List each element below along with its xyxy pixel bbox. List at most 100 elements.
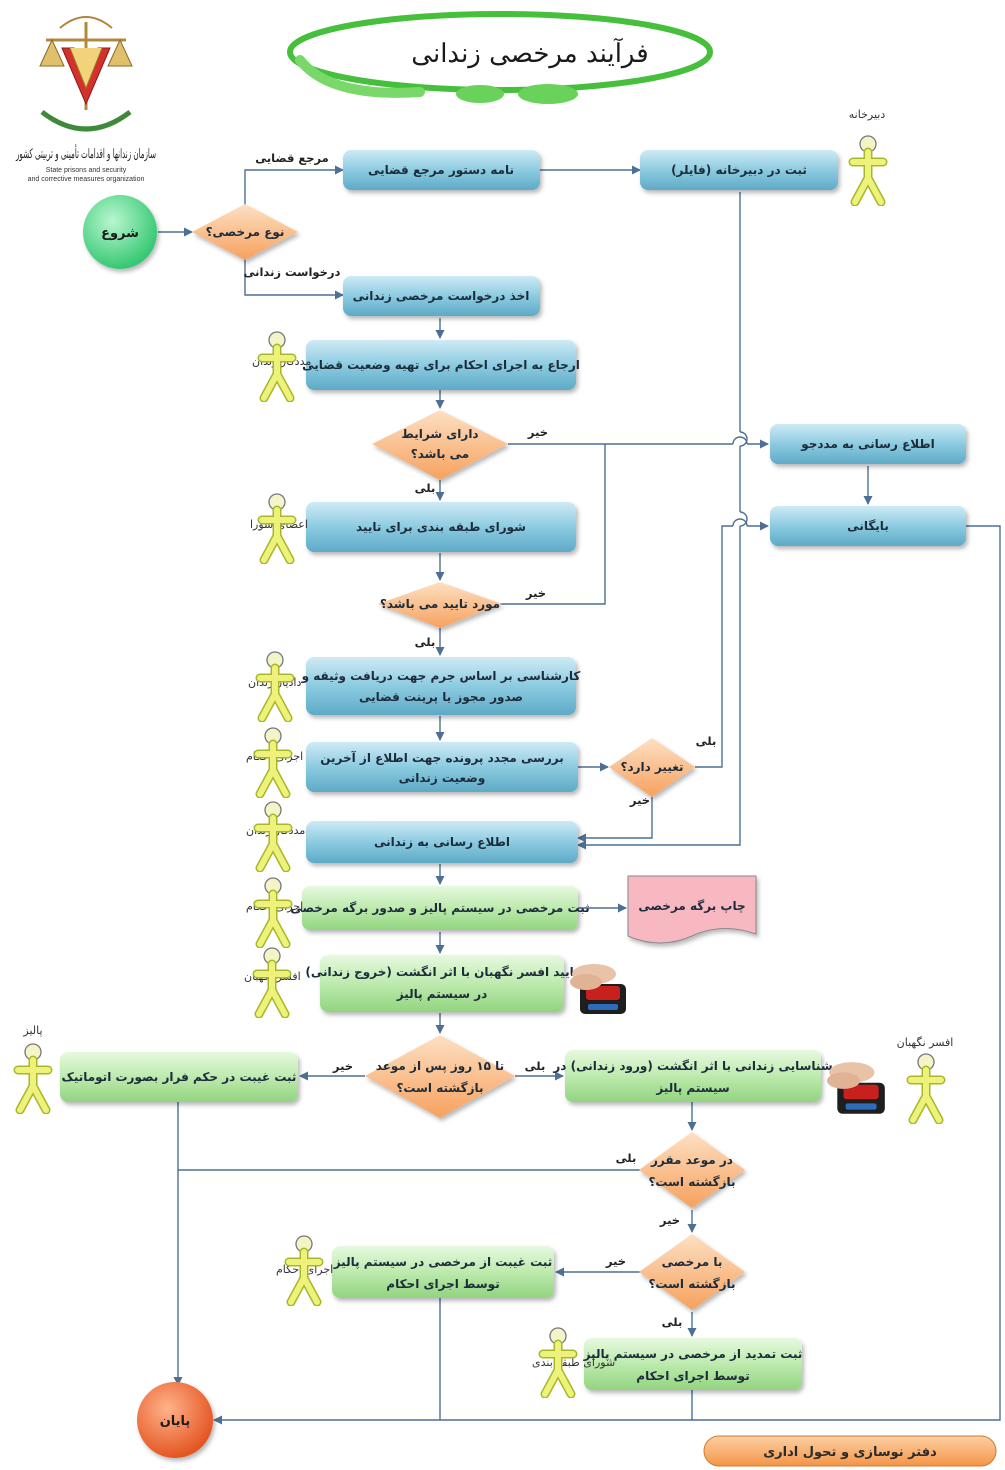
box-archive-label: بایگانی — [847, 519, 889, 533]
box-secretariat: ثبت در دبیرخانه (فایلر) — [640, 150, 838, 190]
actor-paliz-label: پالیز — [22, 1024, 42, 1037]
edge-label-no-2: خیر — [525, 586, 546, 600]
box-identify-prisoner: شناسایی زندانی با اثر انگشت (ورود زندانی… — [552, 1050, 833, 1102]
box-absence-verdict-label: ثبت غیبت در حکم فرار بصورت اتوماتیک — [62, 1070, 297, 1085]
box-guard-confirm-line1: تایید افسر نگهبان با اثر انگشت (خروج زند… — [305, 965, 578, 980]
box-absence-record-line2: توسط اجرای احکام — [386, 1277, 499, 1292]
decision-on-time-line2: بازگشته است؟ — [648, 1175, 735, 1189]
box-judicial-letter: نامه دستور مرجع قضایی — [343, 150, 540, 190]
decision-with-leave: با مرخصی بازگشته است؟ — [639, 1234, 745, 1310]
diagram-title: فرآیند مرخصی زندانی — [411, 37, 648, 69]
logo-text-fa: سازمان زندانها و اقدامات تأمینی و تربیتی… — [15, 144, 156, 162]
edge-label-no-6: خیر — [605, 1254, 626, 1268]
box-judicial-letter-label: نامه دستور مرجع قضایی — [368, 163, 514, 178]
box-recheck-line2: وضعیت زندانی — [399, 771, 486, 786]
actor-council-members: اعضای شورا — [250, 494, 308, 560]
box-notify-prisoner-label: اطلاع رسانی به زندانی — [374, 835, 510, 849]
actor-guard-officer-1: افسر نگهبان — [244, 948, 301, 1014]
box-notify-client: اطلاع رسانی به مددجو — [770, 424, 966, 464]
decision-within-15-line2: بازگشته است؟ — [396, 1081, 483, 1095]
actor-guard-officer-2-label: افسر نگهبان — [897, 1036, 954, 1049]
edge-label-prisoner-request: درخواست زندانی — [244, 265, 341, 280]
title-banner: فرآیند مرخصی زندانی — [287, 11, 713, 104]
decision-has-conditions-line1: دارای شرایط — [401, 427, 478, 441]
end-node: پایان — [137, 1382, 213, 1458]
footer-label: دفتر نوسازی و تحول اداری — [763, 1445, 937, 1460]
decision-leave-type-label: نوع مرخصی؟ — [206, 225, 285, 240]
decision-within-15: تا ۱۵ روز پس از موعد بازگشته است؟ — [365, 1035, 515, 1118]
actor-classification-council-label: شورای طبقه بندی — [532, 1356, 615, 1369]
box-register-leave-label: ثبت مرخصی در سیستم پالیز و صدور برگه مرخ… — [290, 901, 589, 916]
fingerprint-scanner-icon-2 — [826, 1062, 885, 1114]
actor-secretariat: دبیرخانه — [849, 108, 886, 202]
organization-logo: سازمان زندانها و اقدامات تأمینی و تربیتی… — [15, 16, 156, 183]
actor-social-worker-1: مددکار زندان — [252, 332, 311, 398]
person-icon — [911, 1054, 941, 1120]
decision-has-conditions: دارای شرایط می باشد؟ — [372, 410, 508, 480]
box-classification-council-label: شورای طبقه بندی برای تایید — [356, 520, 526, 535]
decision-within-15-line1: تا ۱۵ روز پس از موعد — [376, 1059, 504, 1074]
box-recheck: بررسی مجدد پرونده جهت اطلاع از آخرین وضع… — [306, 742, 578, 792]
actor-guard-officer-2: افسر نگهبان — [897, 1036, 954, 1120]
actor-secretariat-label: دبیرخانه — [849, 108, 886, 121]
person-icon — [853, 136, 883, 202]
edge-label-no-5: خیر — [659, 1213, 680, 1227]
actor-prosecutor: دادیار زندان — [248, 652, 301, 718]
box-extension-line2: توسط اجرای احکام — [636, 1369, 749, 1384]
actor-enforcement-3: اجرای احکام — [276, 1236, 333, 1302]
box-expert-review-line1: کارشناسی بر اساس جرم جهت دریافت وثیقه و — [301, 669, 581, 684]
connectors — [158, 165, 1001, 1425]
box-recheck-line1: بررسی مجدد پرونده جهت اطلاع از آخرین — [320, 750, 564, 766]
actor-enforcement-1: اجرای احکام — [246, 728, 303, 794]
box-extension: ثبت تمدید از مرخصی در سیستم پالیز توسط ا… — [583, 1338, 803, 1390]
doc-print-sheet: چاپ برگه مرخصی — [627, 875, 757, 944]
decision-has-conditions-line2: می باشد؟ — [411, 447, 469, 461]
actor-enforcement-2: اجرای احکام — [246, 878, 303, 944]
box-classification-council: شورای طبقه بندی برای تایید — [306, 502, 576, 552]
box-identify-line1: شناسایی زندانی با اثر انگشت (ورود زندانی… — [552, 1059, 832, 1074]
actor-paliz: پالیز — [18, 1024, 48, 1110]
logo-text-en-2: and corrective measures organization — [28, 176, 145, 183]
logo-text-en-1: State prisons and security — [46, 167, 127, 174]
start-label: شروع — [101, 226, 139, 241]
box-absence-verdict: ثبت غیبت در حکم فرار بصورت اتوماتیک — [60, 1052, 298, 1102]
edge-label-no-1: خیر — [527, 425, 548, 439]
fingerprint-scanner-icon — [570, 964, 626, 1014]
edge-label-yes-3: بلی — [696, 734, 717, 748]
box-register-leave: ثبت مرخصی در سیستم پالیز و صدور برگه مرخ… — [290, 886, 590, 930]
decision-approved-label: مورد تایید می باشد؟ — [380, 597, 500, 612]
decision-with-leave-line1: با مرخصی — [662, 1255, 723, 1269]
decision-on-time: در موعد مقرر بازگشته است؟ — [639, 1132, 745, 1208]
box-extension-line1: ثبت تمدید از مرخصی در سیستم پالیز — [583, 1347, 803, 1361]
box-guard-confirm-line2: در سیستم پالیز — [396, 987, 488, 1001]
box-guard-confirm: تایید افسر نگهبان با اثر انگشت (خروج زند… — [305, 955, 579, 1012]
decision-leave-type: نوع مرخصی؟ — [192, 204, 298, 260]
box-prisoner-request-label: اخذ درخواست مرخصی زندانی — [353, 289, 530, 304]
doc-print-sheet-label: چاپ برگه مرخصی — [638, 899, 745, 913]
start-node: شروع — [83, 195, 157, 269]
actor-social-worker-2: مددکار زندان — [246, 802, 305, 868]
box-identify-line2: سیستم پالیز — [655, 1081, 729, 1095]
edge-label-no-3: خیر — [629, 793, 650, 807]
box-notify-client-label: اطلاع رسانی به مددجو — [800, 437, 935, 452]
edge-label-yes-2: بلی — [415, 635, 436, 649]
edge-label-judicial-authority: مرجع قضایی — [255, 151, 329, 165]
person-icon — [18, 1044, 48, 1110]
edge-label-yes-1: بلی — [415, 481, 436, 495]
box-refer-enforcement-label: ارجاع به اجرای احکام برای تهیه وضعیت قضا… — [302, 358, 580, 373]
decision-approved: مورد تایید می باشد؟ — [378, 582, 502, 628]
edge-label-yes-4: بلی — [525, 1059, 546, 1073]
decision-changed: تغییر دارد؟ — [609, 738, 695, 797]
box-absence-record: ثبت غیبت از مرخصی در سیستم پالیز توسط اج… — [332, 1246, 554, 1298]
edge-label-no-4: خیر — [332, 1059, 353, 1073]
box-refer-enforcement: ارجاع به اجرای احکام برای تهیه وضعیت قضا… — [302, 340, 580, 390]
box-secretariat-label: ثبت در دبیرخانه (فایلر) — [671, 163, 807, 177]
box-archive: بایگانی — [770, 506, 966, 546]
footer-banner: دفتر نوسازی و تحول اداری — [703, 1435, 997, 1467]
decision-changed-label: تغییر دارد؟ — [620, 760, 683, 774]
box-notify-prisoner: اطلاع رسانی به زندانی — [306, 821, 578, 863]
edge-label-yes-6: بلی — [662, 1315, 683, 1329]
box-expert-review-line2: صدور مجوز یا پرینت قضایی — [359, 690, 523, 705]
end-label: پایان — [160, 1414, 191, 1429]
